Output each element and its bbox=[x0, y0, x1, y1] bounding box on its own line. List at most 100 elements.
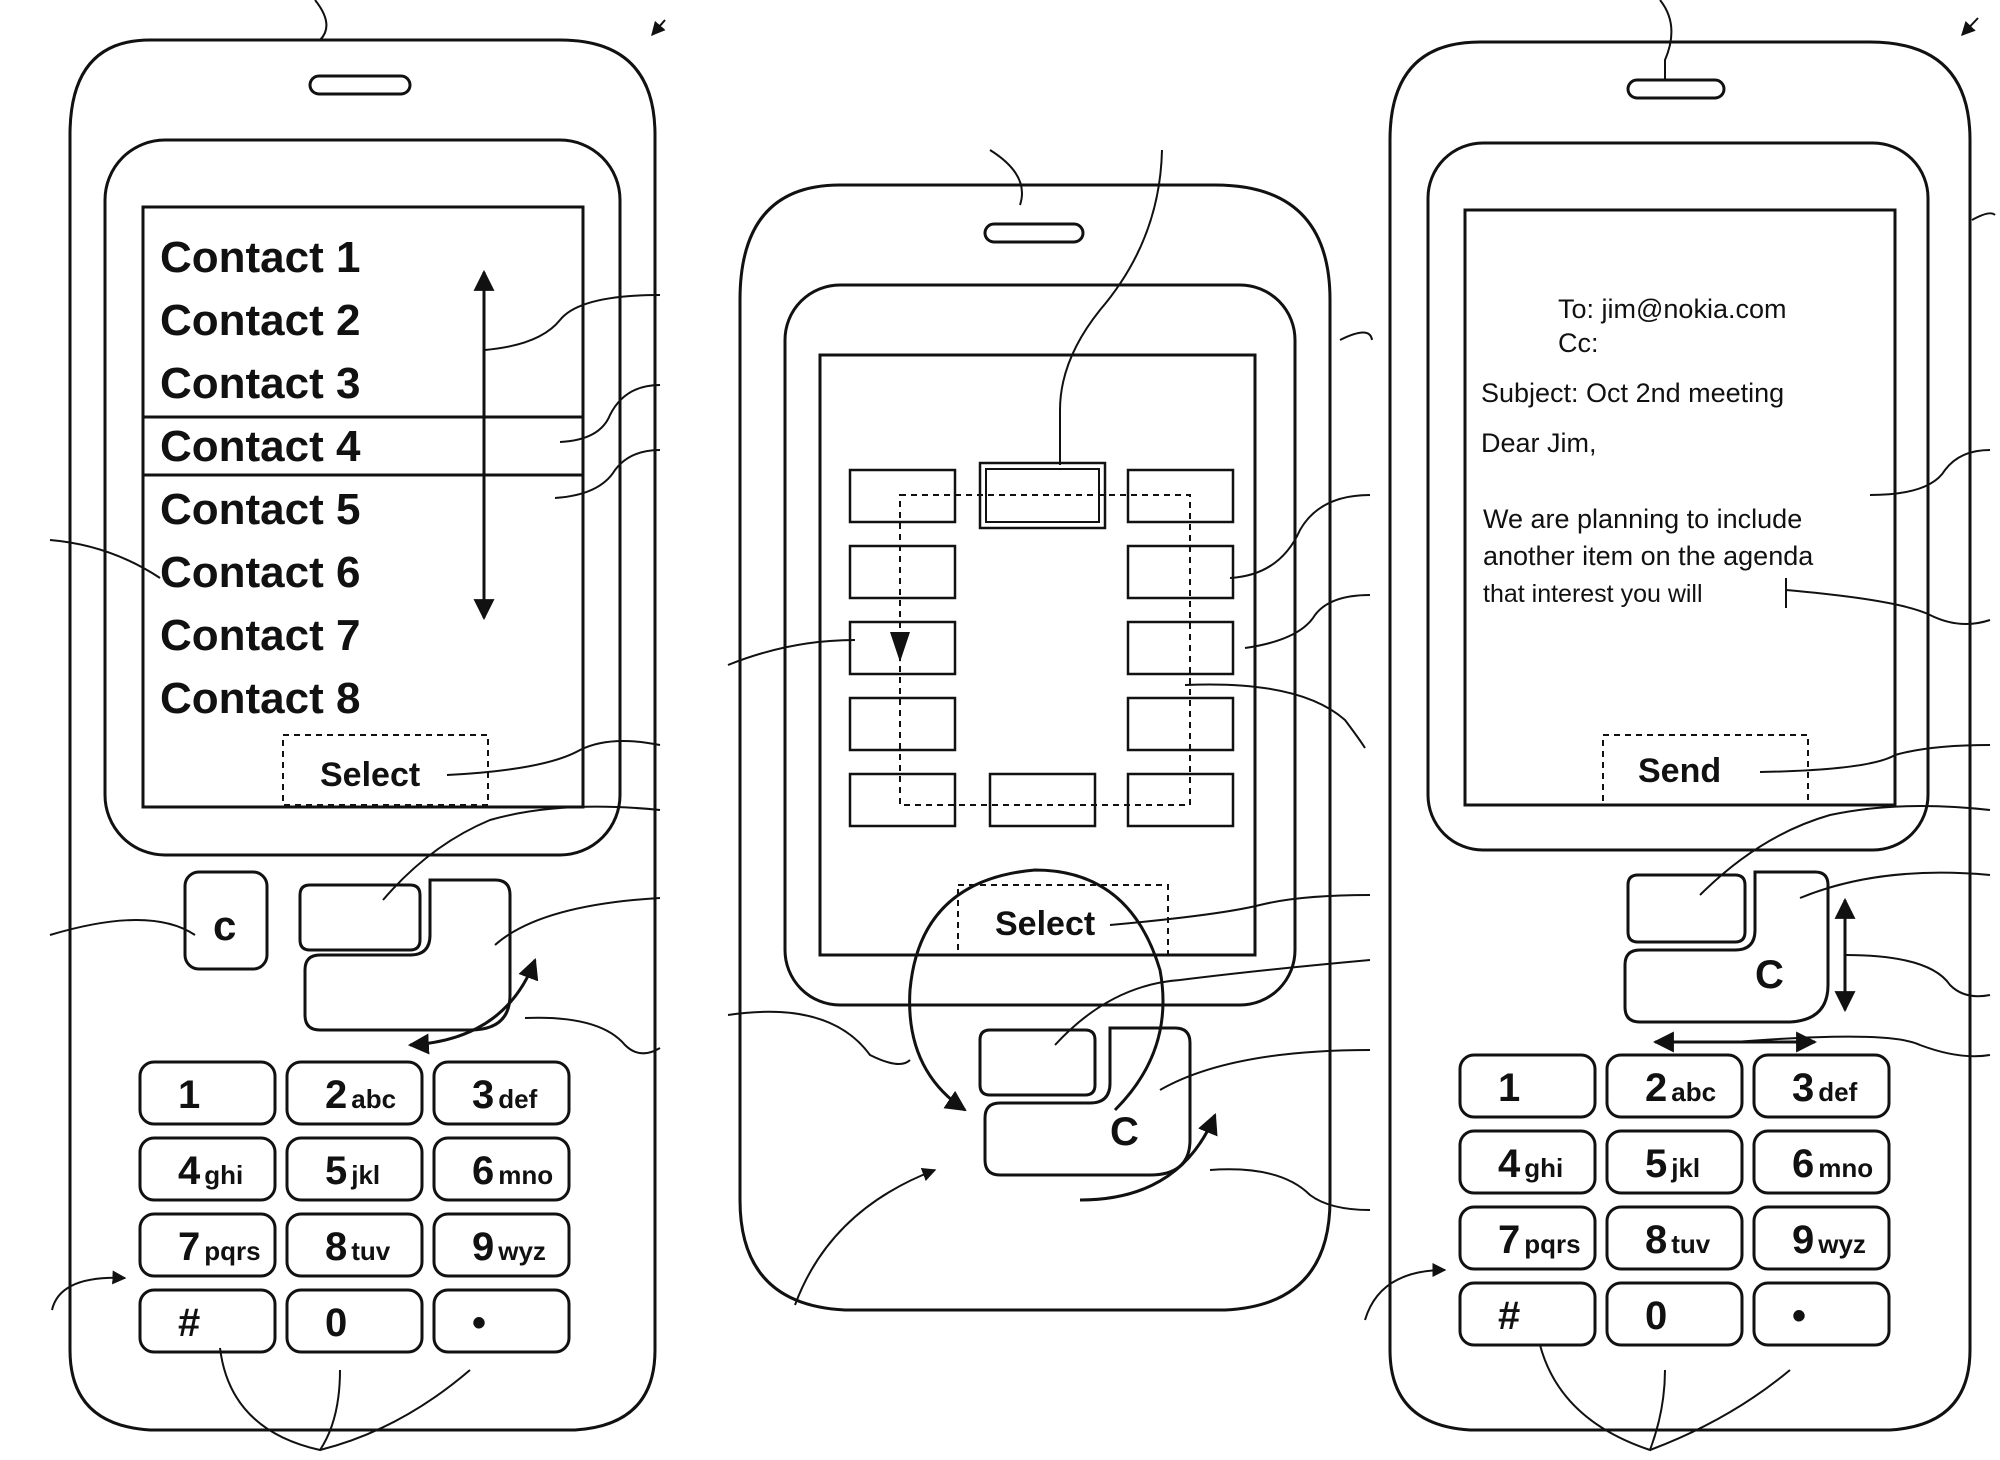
phone-2-nav-key[interactable] bbox=[978, 1026, 1192, 1177]
email-body-line: another item on the agenda bbox=[1483, 541, 1814, 571]
key-label: • bbox=[1792, 1294, 1806, 1338]
grid-icon[interactable] bbox=[848, 772, 957, 828]
grid-icon[interactable] bbox=[1126, 620, 1235, 676]
contact-list-item[interactable]: Contact 5 bbox=[160, 485, 360, 534]
phone-1-c-key[interactable] bbox=[183, 870, 269, 971]
phone-3-nav-key[interactable] bbox=[1623, 870, 1830, 1024]
contact-list-item[interactable]: Contact 7 bbox=[160, 611, 360, 660]
phone-3-display bbox=[1463, 208, 1897, 807]
phone-1-screen-bezel bbox=[103, 138, 622, 857]
phone-3-softkey-label[interactable]: Send bbox=[1638, 752, 1721, 790]
contact-list-item[interactable]: Contact 6 bbox=[160, 548, 360, 597]
keypad-key[interactable]: 1 bbox=[1458, 1053, 1597, 1119]
phone-2-scroll-path bbox=[899, 494, 1191, 806]
key-label: # bbox=[1498, 1294, 1520, 1338]
contact-list-item[interactable]: Contact 8 bbox=[160, 674, 360, 723]
phone-3-screen-bezel bbox=[1426, 141, 1930, 852]
key-label: 1 bbox=[1498, 1066, 1520, 1110]
keypad-key[interactable]: • bbox=[432, 1288, 571, 1354]
grid-icon[interactable] bbox=[848, 696, 957, 752]
keypad-key[interactable]: 0 bbox=[1605, 1281, 1744, 1347]
phone-2-c-key-label: C bbox=[1110, 1110, 1139, 1154]
grid-icon[interactable] bbox=[988, 772, 1097, 828]
phone-3-softkey-box bbox=[1602, 734, 1809, 806]
key-label: 0 bbox=[325, 1301, 347, 1345]
key-label: 0 bbox=[1645, 1294, 1667, 1338]
phone-1-nav-key[interactable] bbox=[298, 878, 512, 1032]
phone-1-c-key-label: c bbox=[213, 902, 236, 949]
phone-1-softkey-box bbox=[282, 734, 489, 806]
grid-icon[interactable] bbox=[1126, 772, 1235, 828]
phone-1-contact-list: Contact 1 Contact 2 Contact 3 Contact 4 Cont… bbox=[160, 233, 361, 723]
phone-3 bbox=[1364, 0, 1996, 1452]
down-arrow-icon bbox=[890, 632, 910, 662]
contact-list-item[interactable]: Contact 1 bbox=[160, 233, 360, 282]
phone-1-softkey-label[interactable]: Select bbox=[320, 756, 420, 794]
phone-2-softkey-label[interactable]: Select bbox=[995, 905, 1095, 943]
phone-3-c-key-label: C bbox=[1755, 953, 1784, 997]
phone-2 bbox=[727, 149, 1373, 1312]
phone-1-rotate-arrow bbox=[407, 958, 539, 1055]
phone-3-email: To: jim@nokia.com Cc: Subject: Oct 2nd m… bbox=[1481, 294, 1814, 608]
keypad-key[interactable]: # bbox=[1458, 1281, 1597, 1347]
contact-list-item[interactable]: Contact 3 bbox=[160, 359, 360, 408]
phone-2-rotate-circle bbox=[908, 868, 1165, 1112]
grid-icon[interactable] bbox=[1126, 468, 1235, 524]
contact-list-item[interactable]: Contact 2 bbox=[160, 296, 360, 345]
keypad-key[interactable]: # bbox=[138, 1288, 277, 1354]
email-greeting: Dear Jim, bbox=[1481, 428, 1597, 458]
email-cc: Cc: bbox=[1558, 328, 1599, 358]
grid-icon-selected[interactable] bbox=[978, 461, 1107, 530]
grid-icon[interactable] bbox=[848, 620, 957, 676]
keypad-key[interactable]: • bbox=[1752, 1281, 1891, 1347]
phone-3-earpiece bbox=[1626, 78, 1726, 100]
phone-2-screen-bezel bbox=[783, 283, 1297, 1007]
phone-2-display bbox=[818, 353, 1257, 957]
phone-2-body bbox=[738, 183, 1332, 1312]
grid-icon[interactable] bbox=[1126, 696, 1235, 752]
phone-2-rotate-arrow bbox=[1079, 1113, 1218, 1202]
grid-icon[interactable] bbox=[848, 544, 957, 600]
grid-icon[interactable] bbox=[1126, 544, 1235, 600]
keypad-key[interactable]: 1 bbox=[138, 1060, 277, 1126]
keypad-key[interactable]: 0 bbox=[285, 1288, 424, 1354]
key-label: • bbox=[472, 1301, 486, 1345]
email-body-line: that interest you will bbox=[1483, 580, 1703, 608]
phone-1 bbox=[49, 0, 666, 1452]
phone-1-display bbox=[141, 205, 585, 809]
contact-list-item[interactable]: Contact 4 bbox=[160, 422, 361, 471]
